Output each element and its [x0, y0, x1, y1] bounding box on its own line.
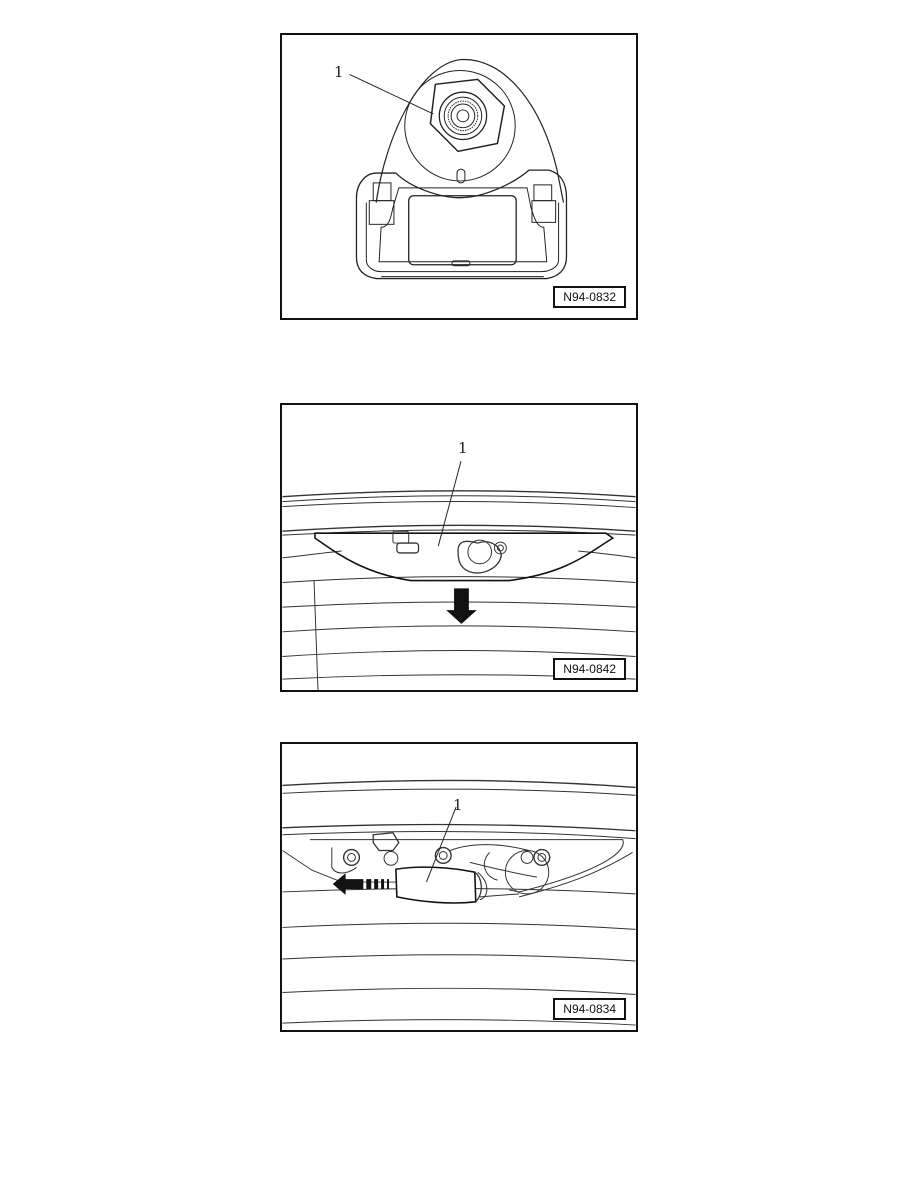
- figure-id-label: N94-0834: [553, 998, 626, 1020]
- sensor-housing-illustration: [349, 59, 568, 280]
- trim-panel-illustration: [282, 461, 636, 690]
- figure-id-label: N94-0842: [553, 658, 626, 680]
- figure-n94-0842: 1 N94-0842: [280, 403, 638, 692]
- callout-label: 1: [334, 63, 344, 81]
- figure-n94-0832: 1 N94-0832: [280, 33, 638, 320]
- callout-label: 1: [458, 439, 468, 457]
- figure-n94-0834: 1 N94-0834: [280, 742, 638, 1032]
- callout-label: 1: [453, 796, 463, 814]
- connector-sleeve-illustration: [282, 779, 636, 1026]
- figure-id-label: N94-0832: [553, 286, 626, 308]
